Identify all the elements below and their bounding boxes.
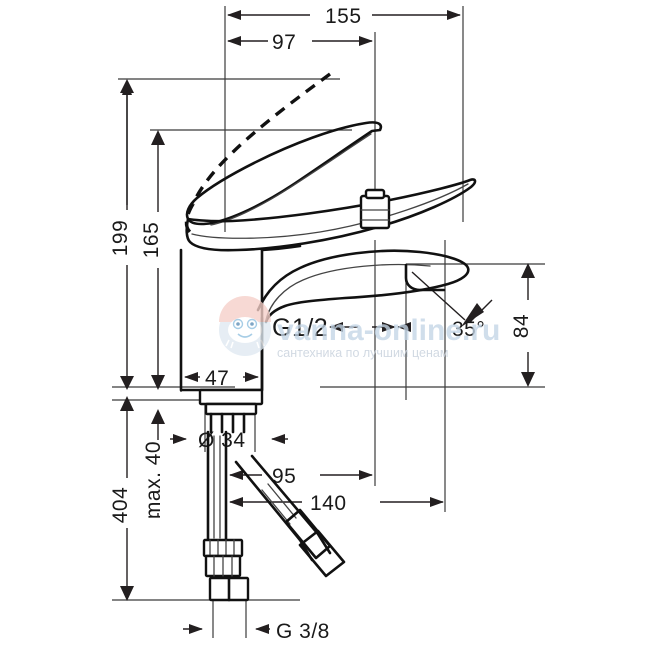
dim-label-97: 97 (272, 31, 296, 54)
faucet-flex-hose (234, 454, 346, 578)
watermark-tagline: сантехника по лучшим ценам (277, 346, 448, 360)
dimension-height-165: 165 (140, 130, 165, 390)
faucet-base-plate (198, 388, 264, 434)
dim-label-84: 84 (510, 314, 533, 338)
dimension-thread-g38: G 3/8 (183, 620, 330, 643)
dim-label-g12: G1/2 (272, 314, 328, 342)
dimension-max-40: max. 40 (142, 409, 165, 519)
dimension-height-199: 199 (109, 79, 134, 390)
frog-logo-top (219, 296, 271, 322)
faucet-lever-handle (185, 121, 383, 226)
dimension-thread-g12: G1/2 (272, 314, 411, 342)
dim-label-max-40: max. 40 (142, 441, 165, 519)
dim-label-95: 95 (272, 465, 296, 488)
dimension-reach-95: 95 (229, 465, 373, 488)
dim-label-404: 404 (109, 487, 132, 524)
dim-label-diameter-34: Ø 34 (198, 429, 246, 452)
dimension-top-155: 155 (227, 5, 461, 28)
dim-label-199: 199 (109, 220, 132, 257)
dim-label-35-deg: 35° (452, 318, 485, 341)
dim-label-140: 140 (310, 492, 347, 515)
dimension-angle-35: 35° (411, 271, 493, 341)
faucet-lever-dashed-raised (184, 72, 332, 234)
dimension-length-404: 404 (109, 396, 134, 601)
faucet-spout-upper (185, 178, 477, 252)
watermark: vanna-online.ru сантехника по лучшим цен… (219, 296, 500, 360)
frog-logo-face (228, 317, 262, 343)
dim-label-165: 165 (140, 222, 163, 259)
faucet-threaded-shank (202, 430, 250, 602)
dimension-diameter-34: Ø 34 (170, 429, 288, 452)
dimension-top-97: 97 (227, 31, 373, 54)
watermark-brand-text: vanna-online.ru (277, 314, 500, 347)
dim-label-155: 155 (325, 5, 362, 28)
dimension-height-84: 84 (510, 263, 535, 387)
dim-label-g38: G 3/8 (276, 620, 330, 643)
faucet-diverter-knob (359, 188, 391, 230)
dim-label-47: 47 (205, 367, 229, 390)
dimension-width-47: 47 (184, 367, 259, 390)
